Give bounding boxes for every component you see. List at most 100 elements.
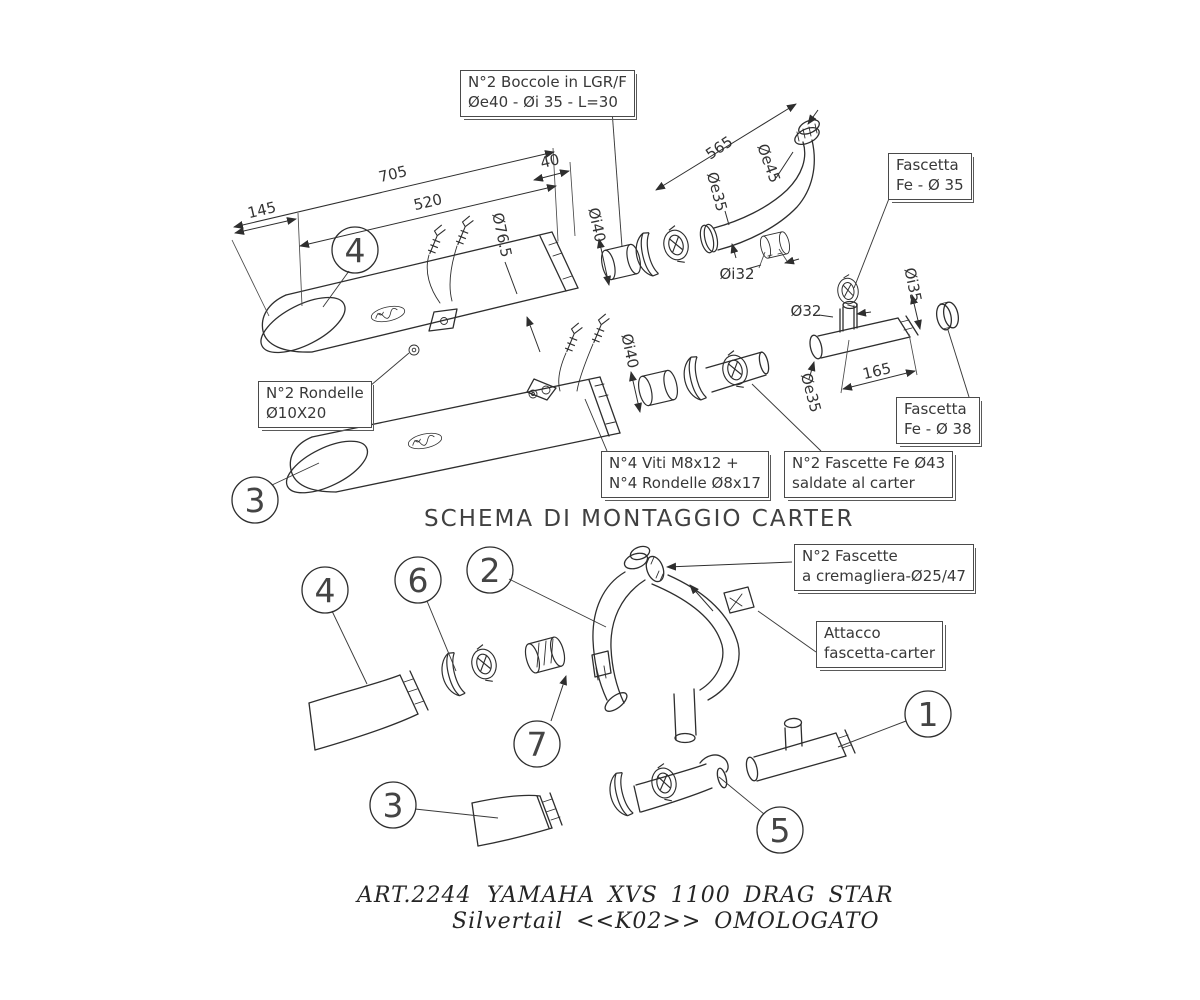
- leader-fascette-43: [751, 383, 822, 452]
- silvertail-logo: [406, 430, 444, 452]
- dim-e35-mid: Øe35: [797, 371, 825, 414]
- saddle-clamp-half: [631, 231, 660, 280]
- balloon-label: 4: [315, 571, 336, 610]
- section-heading: SCHEMA DI MONTAGGIO CARTER: [424, 506, 855, 532]
- balloon-label: 5: [770, 811, 791, 850]
- dim-i40-top: Øi40: [584, 206, 609, 244]
- dim-165: 165: [861, 359, 893, 383]
- callout-cremagliera: N°2 Fascette a cremagliera-Ø25/47: [794, 544, 977, 594]
- dim-i35: Øi35: [900, 266, 925, 304]
- balloon-muffler-left: 3: [231, 462, 320, 524]
- balloon-label: 3: [245, 481, 266, 520]
- balloon-label: 1: [918, 695, 939, 734]
- callout-fascette-43-line2: saldate al carter: [792, 473, 915, 492]
- callout-cremagliera-line2: a cremagliera-Ø25/47: [802, 566, 966, 585]
- callout-fascetta-35: Fascetta Fe - Ø 35: [888, 153, 974, 203]
- footer-art-number: ART.2244: [357, 883, 472, 908]
- callout-fascetta-35-line1: Fascetta: [896, 156, 959, 174]
- leader-attacco: [757, 610, 817, 653]
- bolt-clamp: [647, 761, 681, 805]
- callout-fascetta-38: Fascetta Fe - Ø 38: [896, 397, 982, 447]
- callout-viti-line2: N°4 Rondelle Ø8x17: [609, 473, 761, 492]
- cremagliera-clamp: [645, 555, 665, 583]
- bushing-i32: [746, 230, 800, 269]
- callout-fascetta-38-line1: Fascetta: [904, 400, 967, 418]
- footer-homologation: Silvertail <<K02>> OMOLOGATO: [452, 909, 880, 934]
- silvertail-logo: [369, 303, 407, 325]
- dim-e35-top: Øe35: [703, 170, 731, 213]
- dim-i40-mid: Øi40: [617, 332, 642, 370]
- balloon-t-pipe: 1: [837, 690, 952, 748]
- screw-icon: [452, 214, 478, 246]
- muffler-right-bracket: [428, 308, 458, 332]
- washer: [408, 344, 420, 356]
- callout-fascette-43: N°2 Fascette Fe Ø43 saldate al carter: [784, 451, 956, 501]
- callout-rondelle-line2: Ø10X20: [266, 403, 327, 422]
- mid-pipe: [633, 754, 729, 813]
- balloon-clamp-shell: 6: [394, 556, 457, 672]
- callout-rondelle: N°2 Rondelle Ø10X20: [258, 381, 375, 431]
- balloon-label: 6: [408, 561, 429, 600]
- callout-viti-line1: N°4 Viti M8x12 +: [609, 454, 739, 472]
- callout-rondelle-line1: N°2 Rondelle: [266, 384, 364, 402]
- balloon-label: 3: [383, 786, 404, 825]
- leader-viti: [584, 398, 608, 452]
- balloon-muffler-right: 4: [322, 226, 379, 308]
- rear-pipe: [807, 294, 960, 394]
- balloon-label: 4: [345, 231, 366, 270]
- balloon-label: 2: [480, 551, 501, 590]
- dim-76-5: Ø76.5: [488, 211, 515, 259]
- screw-icon: [588, 312, 614, 344]
- callout-cremagliera-line1: N°2 Fascette: [802, 547, 898, 565]
- dim-40: 40: [539, 150, 562, 172]
- balloon-label: 7: [527, 725, 548, 764]
- muffler-left-bracket: [526, 378, 557, 401]
- clamp-fascetta-35: [818, 273, 872, 332]
- callout-fascette-43-line1: N°2 Fascette Fe Ø43: [792, 454, 946, 472]
- dim-e45: Øe45: [753, 141, 784, 185]
- welded-header: [592, 545, 755, 744]
- balloon-tip-right: 4: [301, 566, 368, 685]
- footer-model: YAMAHA XVS 1100 DRAG STAR: [487, 883, 894, 908]
- callout-fascetta-38-line2: Fe - Ø 38: [904, 419, 972, 438]
- leader-cremagliera: [666, 561, 793, 571]
- dim-145: 145: [246, 198, 278, 222]
- dim-32: Ø32: [791, 302, 822, 320]
- callout-boccole: N°2 Boccole in LGR/F Øe40 - Øi 35 - L=30: [460, 70, 638, 120]
- screw-icon: [424, 223, 450, 255]
- dim-i32: Øi32: [719, 265, 754, 283]
- top-assembly: 145 705 520 40 Ø76.5 Øi40 565 Øe35 Øe45: [231, 103, 970, 524]
- balloon-mid-pipe: 5: [718, 776, 804, 854]
- saddle-clamp-half: [604, 771, 635, 820]
- leader-fascetta-35: [853, 195, 891, 289]
- dim-lines-header-565: [655, 103, 819, 259]
- welded-clamp-43: [717, 347, 753, 393]
- screw-icon: [561, 321, 587, 353]
- callout-viti: N°4 Viti M8x12 + N°4 Rondelle Ø8x17: [601, 451, 772, 501]
- callout-attacco-line2: fascetta-carter: [824, 643, 936, 662]
- connector-chain-right: [598, 222, 721, 282]
- callout-attacco-line1: Attacco: [824, 624, 881, 642]
- leader-boccole: [611, 109, 623, 248]
- tip-left: [471, 792, 563, 847]
- carter-bracket: [723, 586, 755, 614]
- dim-705: 705: [377, 162, 409, 186]
- dim-520: 520: [412, 190, 444, 214]
- callout-boccole-line1: N°2 Boccole in LGR/F: [468, 73, 627, 91]
- balloon-header: 2: [466, 546, 607, 628]
- tip-right: [308, 670, 429, 751]
- dim-lines-muffler-right: [231, 147, 611, 353]
- ribbed-sleeve: [522, 634, 568, 676]
- saddle-clamp-half: [679, 355, 708, 404]
- callout-boccole-line2: Øe40 - Øi 35 - L=30: [468, 92, 618, 111]
- balloon-clamp-ring: 7: [513, 584, 714, 768]
- connector-chain-left: [629, 347, 770, 413]
- carter-assembly: 4 6 2 7: [301, 545, 952, 854]
- clamp-ring-38: [935, 301, 960, 331]
- bolt-clamp: [658, 222, 694, 268]
- bolt-clamp: [466, 641, 502, 687]
- t-pipe: [745, 717, 856, 782]
- callout-fascetta-35-line2: Fe - Ø 35: [896, 175, 964, 194]
